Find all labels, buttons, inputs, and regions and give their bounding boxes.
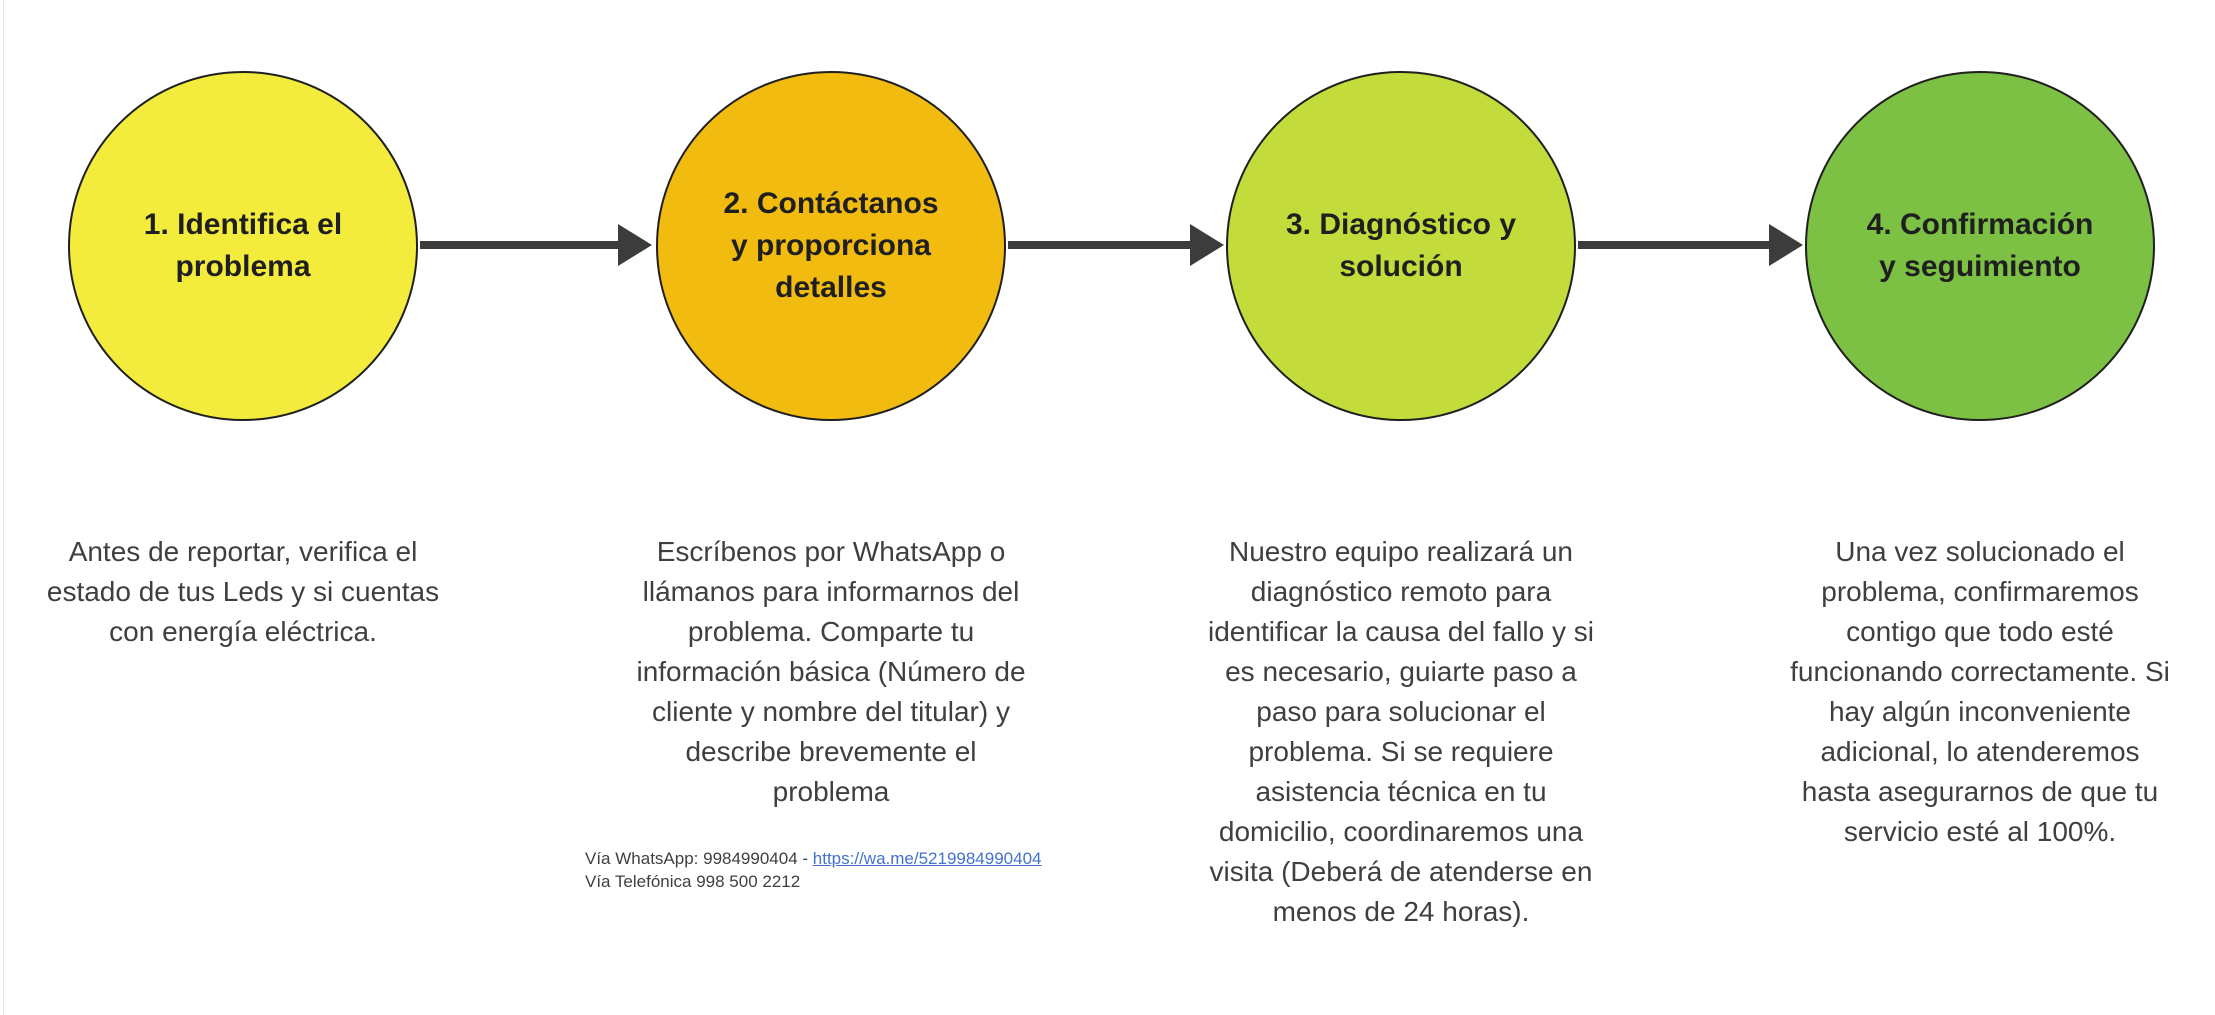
- arrow-2-shaft: [1008, 241, 1194, 249]
- page-edge-line: [3, 0, 4, 1015]
- step-1-circle: 1. Identifica el problema: [68, 71, 418, 421]
- step-3-description: Nuestro equipo realizará un diagnóstico …: [1208, 536, 1594, 927]
- whatsapp-link[interactable]: https://wa.me/5219984990404: [812, 849, 1042, 868]
- step-2-title: 2. Contáctanos y proporciona detalles: [723, 187, 939, 304]
- step-2-description: Escríbenos por WhatsApp o llámanos para …: [636, 536, 1026, 807]
- arrow-3-head: [1769, 224, 1803, 266]
- arrow-2-head: [1190, 224, 1224, 266]
- contact-info: Vía WhatsApp: 9984990404 - https://wa.me…: [585, 847, 1042, 893]
- arrow-3-shaft: [1578, 241, 1773, 249]
- arrow-1-icon: [420, 224, 652, 266]
- arrow-3-icon: [1578, 224, 1803, 266]
- whatsapp-contact-line: Vía WhatsApp: 9984990404 - https://wa.me…: [585, 847, 1042, 870]
- step-4-title: 4. Confirmación y seguimiento: [1866, 208, 2094, 283]
- phone-contact-line: Vía Telefónica 998 500 2212: [585, 872, 801, 891]
- step-2-circle: 2. Contáctanos y proporciona detalles: [656, 71, 1006, 421]
- step-4-description: Una vez solucionado el problema, confirm…: [1790, 536, 2170, 847]
- step-1-description: Antes de reportar, verifica el estado de…: [46, 536, 440, 647]
- arrow-1-head: [618, 224, 652, 266]
- step-4-circle: 4. Confirmación y seguimiento: [1805, 71, 2155, 421]
- step-3-circle: 3. Diagnóstico y solución: [1226, 71, 1576, 421]
- arrow-2-icon: [1008, 224, 1224, 266]
- step-3-title: 3. Diagnóstico y solución: [1285, 208, 1517, 283]
- step-1-title: 1. Identifica el problema: [143, 208, 343, 283]
- arrow-1-shaft: [420, 241, 622, 249]
- whatsapp-number: Vía WhatsApp: 9984990404 -: [585, 849, 813, 868]
